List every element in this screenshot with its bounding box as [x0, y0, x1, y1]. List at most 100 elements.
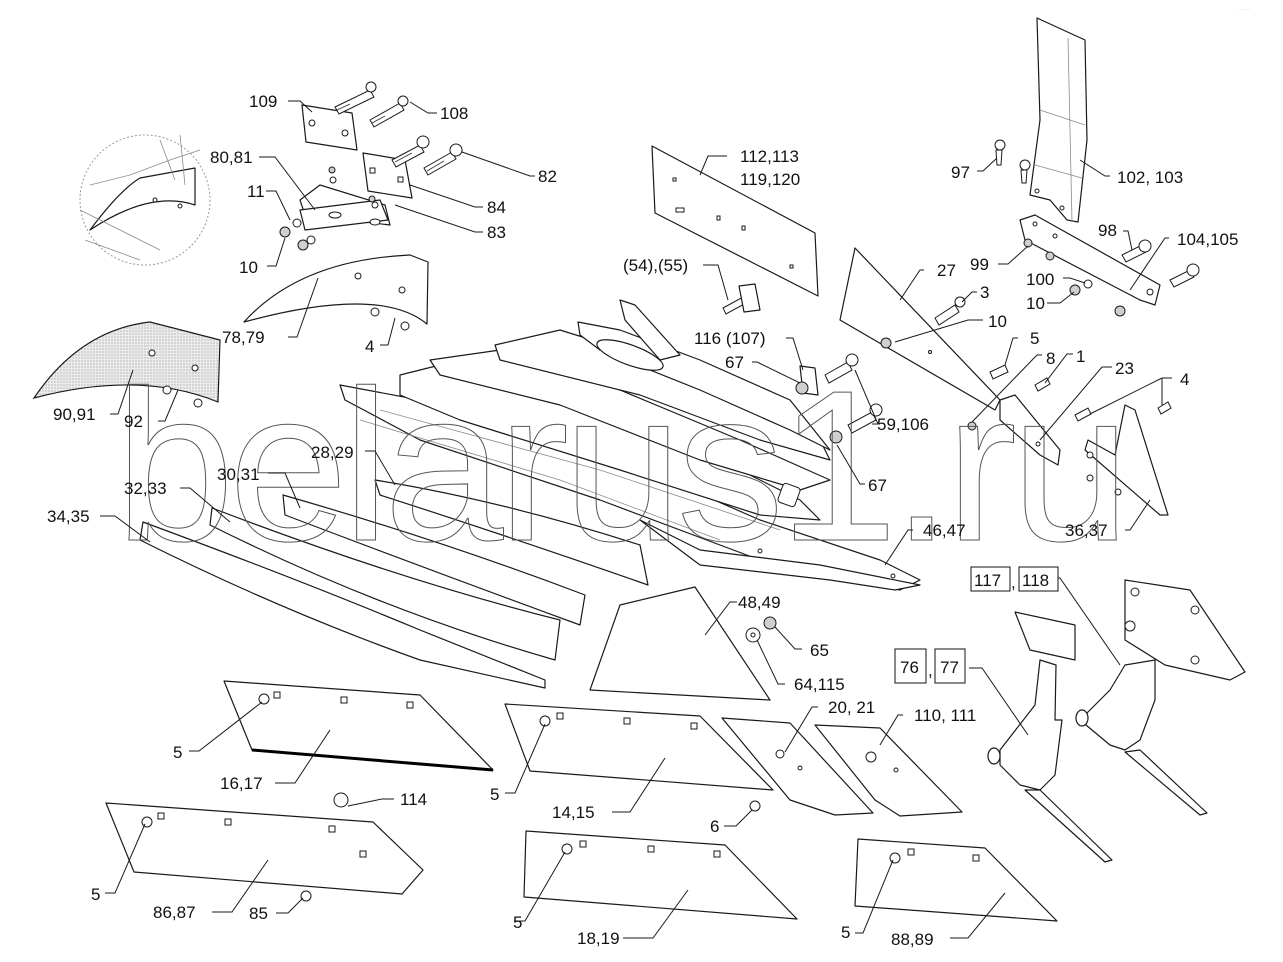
- callout-64-115: 64,115: [794, 675, 845, 694]
- subsoiler-117-118: [1075, 579, 1246, 816]
- subsoiler-76-77: [987, 611, 1113, 863]
- callout-28-29: 28,29: [311, 443, 354, 462]
- callout-18-19: 18,19: [577, 929, 620, 948]
- callout-5e: 5: [513, 913, 522, 932]
- plate-46-47: [639, 519, 921, 591]
- callout-27: 27: [937, 261, 956, 280]
- callout-10: 10: [239, 258, 258, 277]
- callout-3: 3: [980, 283, 989, 302]
- callout-67b: 67: [868, 476, 887, 495]
- landside-86-87: [105, 792, 424, 902]
- callout-108: 108: [440, 104, 468, 123]
- callout-30-31: 30,31: [217, 465, 260, 484]
- bracket-23: [967, 364, 1061, 466]
- callout-84: 84: [487, 198, 506, 217]
- wing-78-79: [243, 254, 429, 331]
- bolts-108: [334, 81, 409, 128]
- callout-85: 85: [249, 904, 268, 923]
- callout-32-33: 32,33: [124, 479, 167, 498]
- callout-112-113: 112,113: [740, 147, 799, 166]
- boxed-label-76-77: 76 , 77: [894, 648, 966, 684]
- callout-10b: 10: [988, 312, 1007, 331]
- plate-109: [301, 104, 358, 151]
- callout-104-105: 104,105: [1177, 230, 1238, 249]
- wing-90-91: [32, 321, 221, 408]
- share-point-110-111: [814, 724, 963, 817]
- callout-48-49: 48,49: [738, 593, 781, 612]
- callout-100: 100: [1026, 270, 1054, 289]
- callout-99: 99: [970, 255, 989, 274]
- callout-110-111: 110, 111: [914, 706, 976, 725]
- share-16-17: [223, 680, 494, 772]
- callout-34-35: 34,35: [47, 507, 90, 526]
- callout-97: 97: [951, 163, 970, 182]
- callout-116-107: 116 (107): [694, 329, 766, 348]
- callout-36-37: 36,37: [1065, 521, 1108, 540]
- callout-16-17: 16,17: [220, 774, 263, 793]
- watermark-text: belarus1.ru: [115, 345, 1125, 586]
- callout-102-103: 102, 103: [1117, 168, 1183, 187]
- callout-54-55: (54),(55): [623, 256, 688, 275]
- callout-labels: 109 108 80,81 82 11 84 83 10 78,79 4 90,…: [47, 92, 1238, 949]
- arm-104-105: [1019, 214, 1161, 306]
- frame-beams: [339, 299, 921, 591]
- fasteners-97-100: [994, 139, 1200, 317]
- callout-86-87: 86,87: [153, 903, 196, 922]
- callout-119-120: 119,120: [740, 170, 800, 189]
- landside-plate-112-113: [651, 145, 819, 297]
- callout-1: 1: [1076, 347, 1085, 366]
- callout-65: 65: [810, 641, 829, 660]
- share-18-19: [523, 830, 798, 920]
- bracket-80-81: [299, 184, 391, 231]
- callout-88-89: 88,89: [891, 930, 934, 949]
- callout-14-15: 14,15: [552, 803, 595, 822]
- boxed-117: 117: [974, 571, 1001, 590]
- plate-48-49: [589, 586, 777, 701]
- fasteners-59-67: [795, 353, 883, 444]
- callout-8: 8: [1046, 349, 1055, 368]
- share-88-89: [854, 838, 1058, 922]
- callout-11: 11: [247, 182, 265, 201]
- boxed-118: 118: [1022, 571, 1049, 590]
- runner-34-35: [139, 521, 546, 689]
- bracket-36-37: [1074, 401, 1172, 516]
- runner-32-33: [209, 507, 561, 661]
- callout-4: 4: [365, 337, 374, 356]
- bolts-82: [391, 135, 463, 176]
- corner-mark: ‥ ‥‥: [1238, 6, 1249, 12]
- leader-lines: [100, 100, 1172, 939]
- share-point-20-21: [721, 717, 874, 816]
- colter-102-103: [1029, 17, 1088, 223]
- callout-78-79: 78,79: [222, 328, 265, 347]
- boxed-label-117-118: 117 , 118: [970, 566, 1059, 592]
- boxed-sep-2: ,: [928, 661, 933, 680]
- callout-20-21: 20, 21: [828, 698, 875, 717]
- callout-5: 5: [1030, 329, 1039, 348]
- callout-109: 109: [249, 92, 277, 111]
- callout-4b: 4: [1180, 370, 1189, 389]
- callout-92: 92: [124, 412, 143, 431]
- runner-28-29: [374, 479, 649, 586]
- callout-83: 83: [487, 223, 506, 242]
- callout-59-106: 59,106: [877, 415, 929, 434]
- callout-5b: 5: [173, 743, 182, 762]
- boxed-76: 76: [900, 658, 919, 677]
- callout-90-91: 90,91: [53, 405, 96, 424]
- boxed-77: 77: [940, 658, 959, 677]
- callout-114: 114: [400, 790, 427, 809]
- callout-67: 67: [725, 353, 744, 372]
- callout-80-81: 80,81: [210, 148, 253, 167]
- callout-5f: 5: [841, 923, 850, 942]
- share-14-15: [504, 703, 774, 812]
- nuts-washers: [279, 166, 379, 251]
- detail-view-circle: [79, 134, 211, 266]
- runner-30-31: [282, 494, 586, 626]
- shin-27: [839, 247, 1001, 411]
- callout-98: 98: [1098, 221, 1117, 240]
- boxed-sep-1: ,: [1011, 573, 1016, 592]
- watermark: belarus1.ru: [115, 345, 1132, 587]
- bolt-54-55: [722, 283, 761, 315]
- callout-5c: 5: [91, 885, 100, 904]
- callout-5d: 5: [490, 785, 499, 804]
